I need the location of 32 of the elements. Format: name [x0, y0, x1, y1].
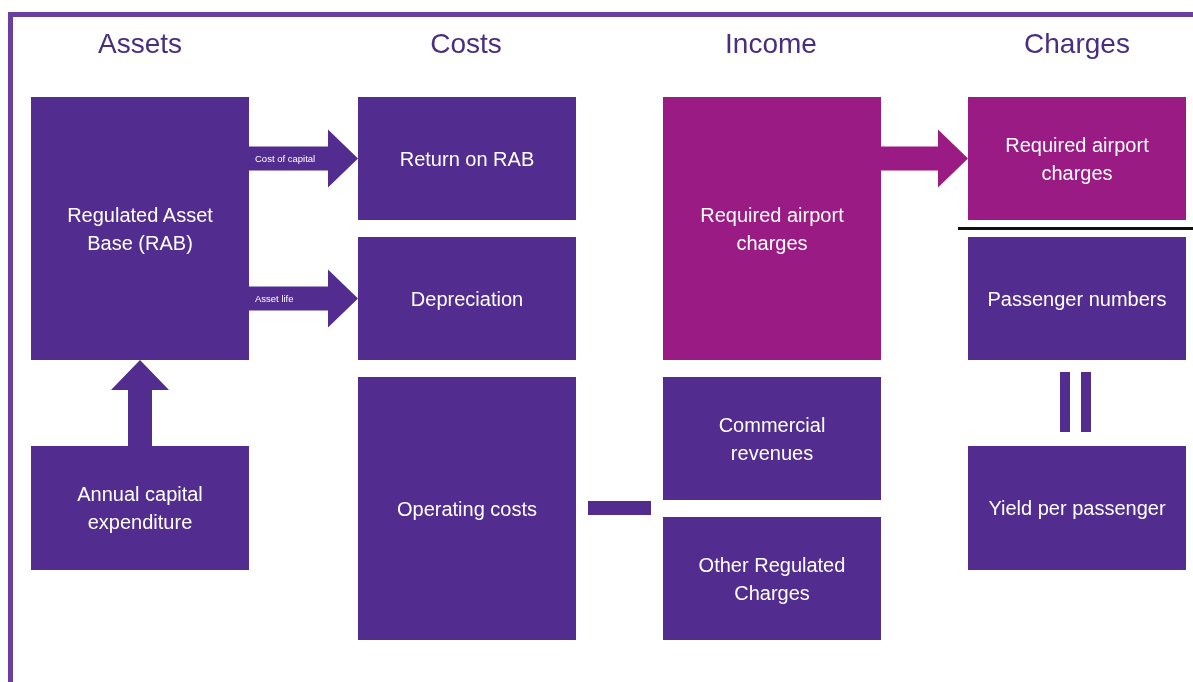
box-label: Yield per passenger [988, 496, 1166, 521]
process-box [968, 237, 1186, 360]
box-label: Depreciation [410, 286, 524, 312]
process-box [663, 377, 881, 500]
column-heading: Costs [429, 28, 503, 60]
edge-label: Cost of capital [255, 151, 316, 166]
box-label: Operating costs [396, 496, 538, 522]
box-label: Return on RAB [399, 146, 535, 172]
column-heading: Assets [97, 28, 183, 60]
block-arrow [881, 129, 968, 188]
process-box [358, 97, 576, 220]
box-label: Regulated Asset Base (RAB) [66, 202, 214, 256]
process-box [663, 517, 881, 640]
process-box [31, 446, 249, 570]
box-label: Other Regulated Charges [697, 552, 847, 606]
box-label: Required airport charges [1004, 132, 1150, 186]
process-box [358, 377, 576, 640]
block-arrow [249, 129, 358, 188]
box-label: Commercial revenues [717, 412, 827, 466]
column-heading: Income [724, 28, 818, 60]
process-box [31, 97, 249, 360]
column-heading: Charges [1023, 28, 1131, 60]
box-label: Annual capital expenditure [76, 482, 204, 535]
box-label: Passenger numbers [987, 286, 1167, 312]
edge-label: Asset life [255, 291, 294, 306]
block-arrow [249, 269, 358, 328]
box-label: Required airport charges [699, 202, 845, 256]
block-arrow [111, 360, 169, 446]
process-box [663, 97, 881, 360]
process-box [968, 97, 1186, 220]
process-box [968, 446, 1186, 570]
process-box [358, 237, 576, 360]
